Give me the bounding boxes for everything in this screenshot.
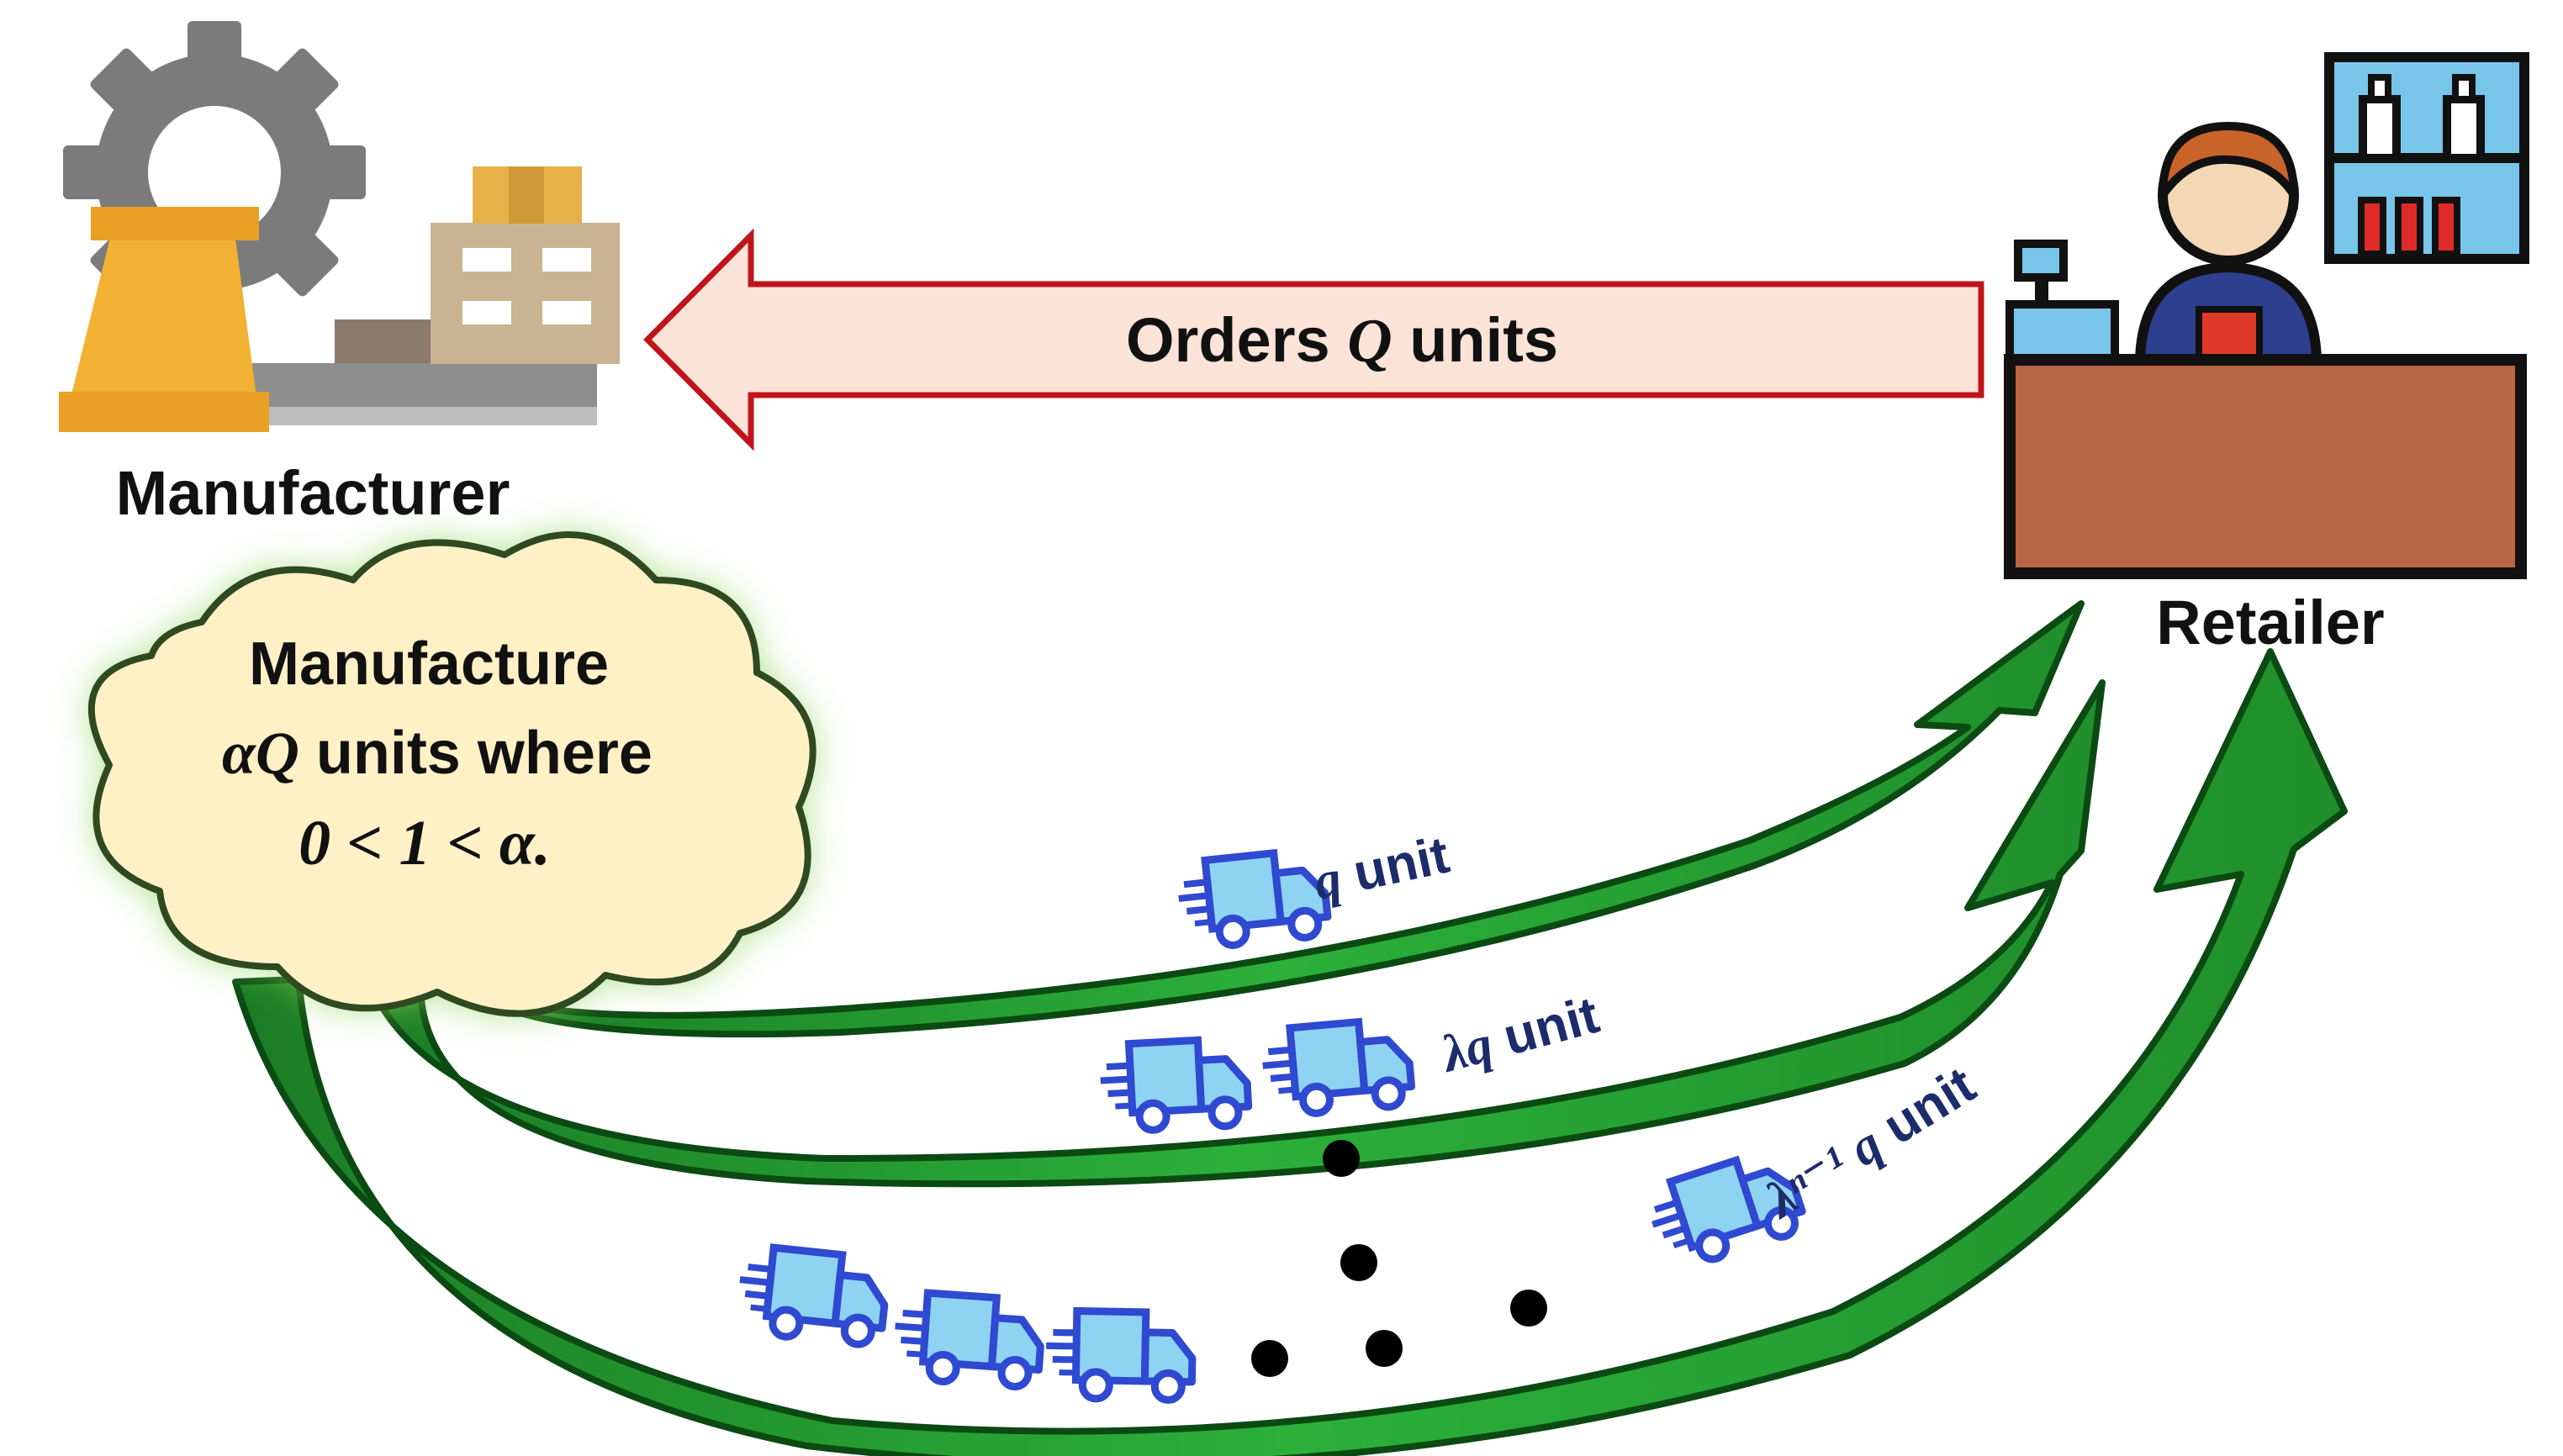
order-arrow: Orders Q units bbox=[643, 228, 1984, 451]
dot bbox=[1340, 1244, 1377, 1281]
factory-icon bbox=[59, 21, 620, 432]
shipment-arrows bbox=[232, 600, 2348, 1456]
retailer-label: Retailer bbox=[2156, 588, 2384, 657]
order-arrow-label: Orders Q units bbox=[1126, 305, 1558, 376]
shopkeeper-icon bbox=[2004, 52, 2529, 579]
shipment-arrow-1 bbox=[468, 600, 2085, 1038]
truck-icon bbox=[735, 1244, 890, 1347]
dot bbox=[1323, 1140, 1360, 1177]
dot bbox=[1251, 1340, 1288, 1377]
manufacture-cloud: Manufacture αQ units where 0 < 1 < α. bbox=[87, 531, 816, 1017]
truck-icon bbox=[1099, 1037, 1250, 1132]
cloud-line-2: αQ units where bbox=[222, 720, 653, 787]
truck-icon bbox=[1260, 1018, 1413, 1118]
cloud-line-3: 0 < 1 < α. bbox=[299, 808, 551, 878]
dot bbox=[1366, 1330, 1403, 1367]
truck-icon bbox=[1045, 1311, 1193, 1401]
truck-icon bbox=[1175, 848, 1329, 951]
cloud-line-1: Manufacture bbox=[249, 630, 609, 698]
shipment-label-2: λq unit bbox=[1434, 986, 1605, 1084]
shipment-label-1: q unit bbox=[1309, 826, 1455, 911]
manufacturer-label: Manufacturer bbox=[116, 458, 510, 528]
ellipsis-dots bbox=[1251, 1140, 1547, 1377]
dot bbox=[1510, 1290, 1547, 1327]
truck-icon bbox=[891, 1291, 1044, 1389]
shipment-arrow-2 bbox=[367, 679, 2106, 1188]
shipment-arrow-3 bbox=[232, 648, 2348, 1456]
shelf-icon bbox=[2324, 52, 2529, 264]
